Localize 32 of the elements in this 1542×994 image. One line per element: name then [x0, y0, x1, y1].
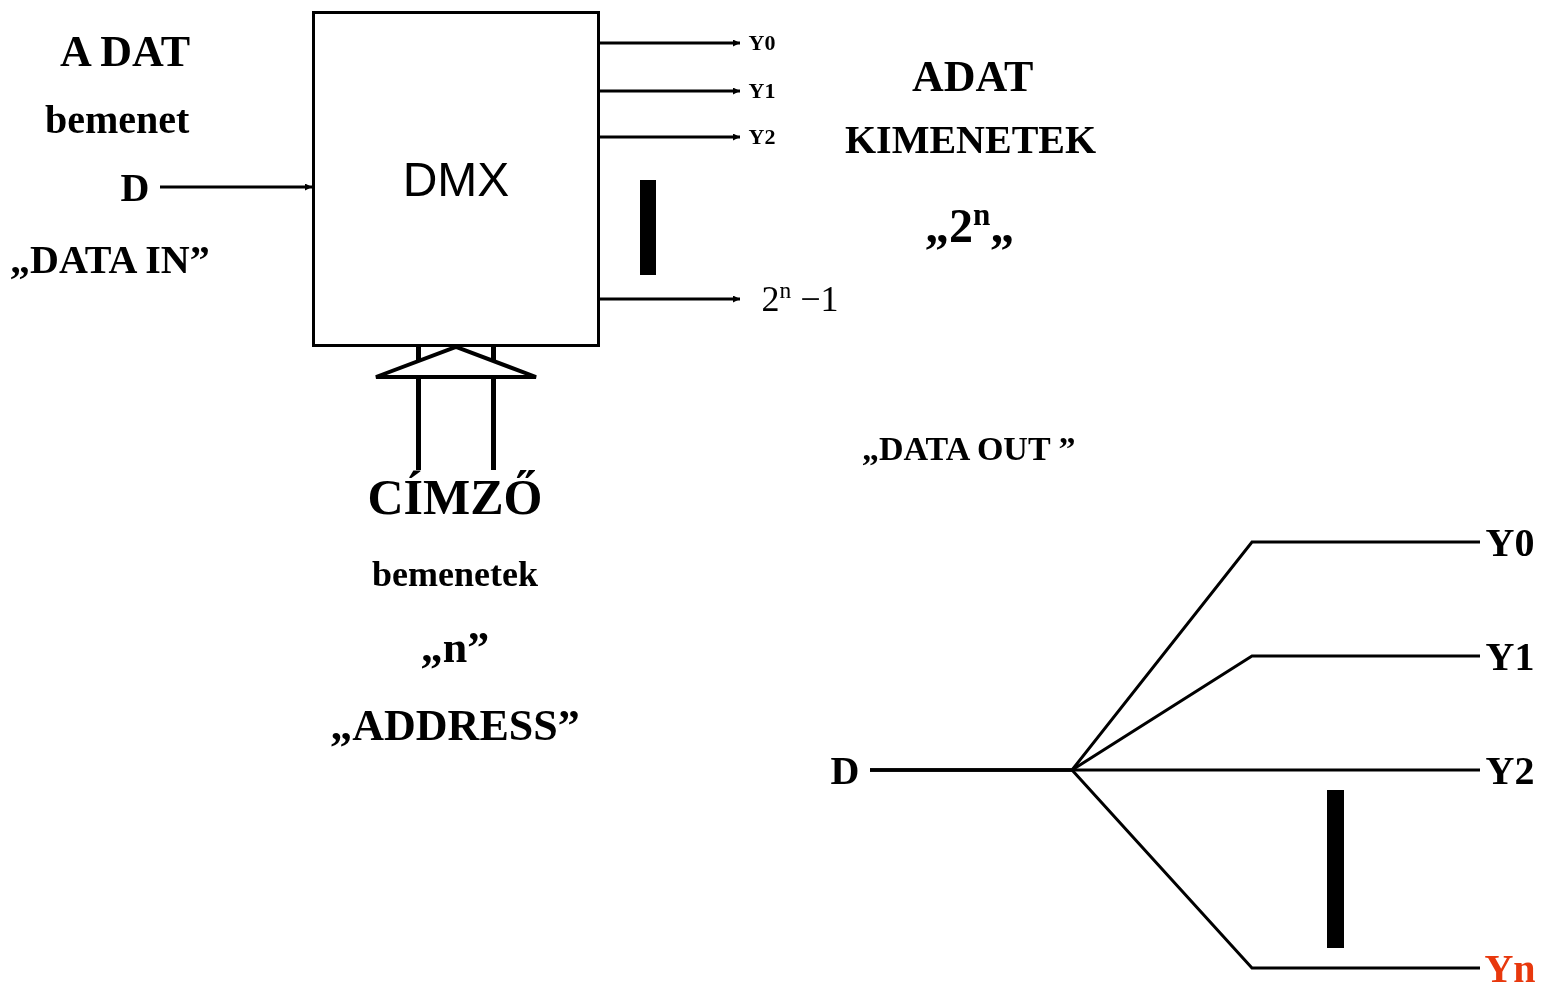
arrow: [160, 183, 312, 191]
address-label: „n”: [420, 623, 490, 673]
block-label: DMX: [402, 154, 510, 207]
ellipsis-bar: [640, 180, 656, 275]
switch-line: [870, 768, 1480, 970]
address-label: bemenetek: [372, 554, 538, 595]
signal-caption: „DATA IN”: [10, 238, 210, 282]
note-text: „DATA OUT ”: [862, 430, 1076, 468]
output-label: Yn: [1480, 948, 1540, 988]
count-label: „2$^{n}$„: [925, 200, 1015, 253]
output-label: Y1: [740, 76, 784, 106]
arrow: [600, 39, 740, 47]
output-label: Y1: [1480, 636, 1540, 676]
input-label: D: [820, 750, 870, 790]
output-label: Y2: [1480, 750, 1540, 790]
heading-text: ADAT: [912, 53, 1034, 102]
hollow-arrow: [374, 345, 538, 470]
output-label: Y0: [1480, 522, 1540, 562]
signal-caption: bemenet: [45, 98, 190, 142]
signal-caption: A DAT: [60, 28, 190, 77]
address-label: „ADDRESS”: [330, 701, 580, 750]
output-label: Y2: [740, 122, 784, 152]
output-label: Y0: [740, 28, 784, 58]
arrow: [600, 133, 740, 141]
input-label: D: [110, 167, 160, 207]
address-label: CÍMZŐ: [367, 470, 543, 525]
demux-block: [312, 11, 600, 347]
ellipsis-bar: [1327, 790, 1344, 948]
output-label: 2$^{n}$ −1: [740, 279, 860, 319]
arrow: [600, 87, 740, 95]
heading-text: KIMENETEK: [845, 118, 1097, 162]
arrow: [600, 295, 740, 303]
